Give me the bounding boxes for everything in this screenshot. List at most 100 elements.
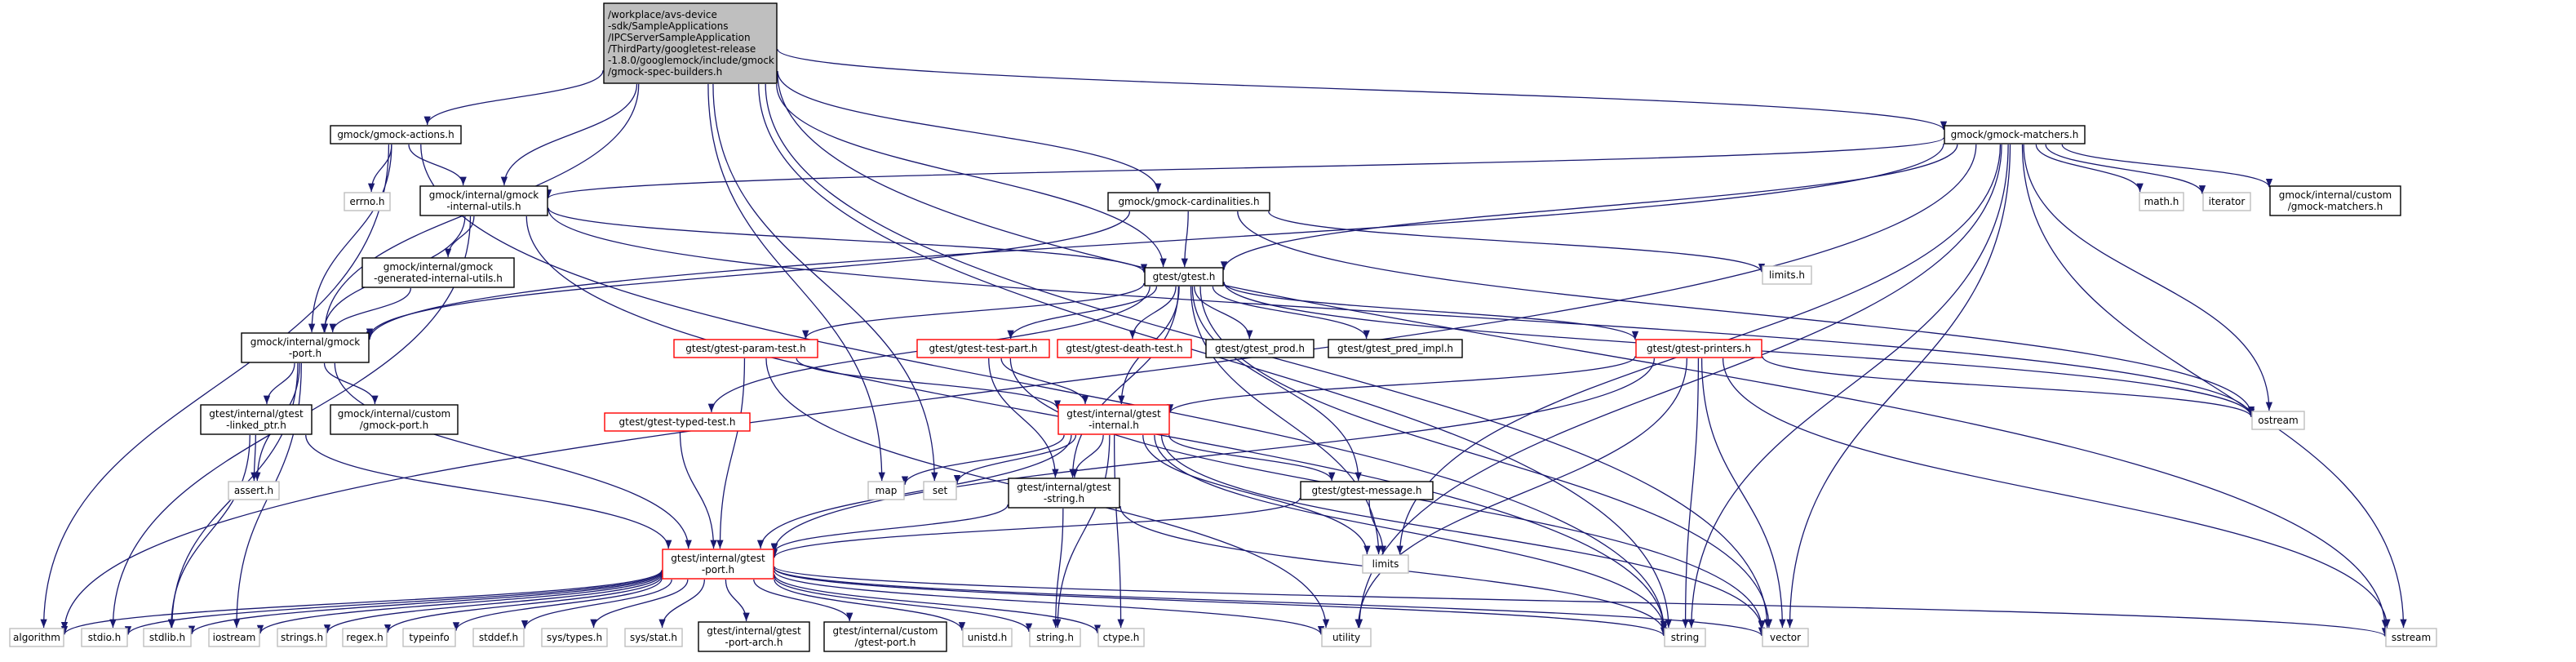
node-gtest[interactable]: gtest/gtest.h — [1144, 267, 1224, 287]
node-label-line: -internal.h — [1088, 420, 1139, 431]
node-box — [1321, 628, 1372, 647]
node-box — [143, 628, 192, 647]
node-vector: vector — [1762, 628, 1809, 647]
node-root[interactable]: /workplace/avs-device-sdk/SampleApplicat… — [603, 2, 778, 84]
edge-matchers-to-ostream — [2023, 144, 2273, 411]
node-typed_test[interactable]: gtest/gtest-typed-test.h — [604, 412, 751, 432]
edge-gtest_port-to-string_h — [774, 575, 1033, 633]
edge-gtest-to-message — [1191, 286, 1362, 482]
edge-gtest_internal-to-limits — [1142, 434, 1371, 555]
edge-gtest_port-to-unistd — [774, 579, 966, 631]
node-param_test[interactable]: gtest/gtest-param-test.h — [673, 339, 818, 358]
edge-root-to-set — [712, 83, 938, 482]
edge-gtest-to-param_test — [802, 282, 1145, 340]
node-custom_gtest_port[interactable]: gtest/internal/custom/gtest-port.h — [823, 621, 947, 652]
node-pred_impl[interactable]: gtest/gtest_pred_impl.h — [1328, 339, 1463, 358]
node-label-line: gtest/gtest-typed-test.h — [619, 416, 736, 428]
node-box — [962, 628, 1013, 647]
edge-gtest-to-pred_impl — [1212, 286, 1370, 340]
node-label-line: map — [876, 485, 898, 496]
edge-printers-to-string — [1682, 358, 1700, 629]
edges-layer — [40, 49, 2407, 638]
node-label-line: /gtest-port.h — [854, 637, 916, 648]
node-ctype: ctype.h — [1097, 628, 1145, 647]
node-death_test[interactable]: gtest/gtest-death-test.h — [1057, 339, 1192, 358]
edge-gtest-to-gtest_prod — [1194, 286, 1253, 340]
node-label-line: /IPCServerSampleApplication — [608, 32, 751, 43]
node-string: string — [1664, 628, 1706, 647]
node-linked_ptr[interactable]: gtest/internal/gtest-linked_ptr.h — [200, 404, 313, 435]
edge-gtest-to-test_part — [1007, 286, 1158, 340]
node-label-line: stddef.h — [479, 632, 518, 643]
node-label-line: gtest/internal/gtest — [707, 625, 801, 637]
node-gtest_string[interactable]: gtest/internal/gtest-string.h — [1008, 478, 1120, 509]
node-internal_utils[interactable]: gmock/internal/gmock-internal-utils.h — [419, 185, 548, 216]
node-box — [1008, 478, 1120, 509]
node-label-line: gtest/gtest_prod.h — [1215, 343, 1305, 354]
edge-linked_ptr-to-stdlib — [167, 434, 251, 629]
edge-message-to-limits — [1368, 500, 1387, 555]
node-gtest_port[interactable]: gtest/internal/gtest-port.h — [662, 549, 774, 580]
edge-gtest_internal-to-ctype — [1113, 434, 1124, 629]
node-box — [1664, 628, 1706, 647]
node-regex: regex.h — [342, 628, 388, 647]
node-cardinalities[interactable]: gmock/gmock-cardinalities.h — [1107, 192, 1270, 211]
node-label-line: gtest/internal/gtest — [671, 553, 765, 564]
node-errno: errno.h — [344, 192, 391, 211]
node-label-line: iterator — [2209, 196, 2246, 207]
edge-printers-to-gtest_port — [770, 358, 1656, 552]
node-printers[interactable]: gtest/gtest-printers.h — [1635, 339, 1762, 358]
node-label-line: stdio.h — [88, 632, 121, 643]
edge-matchers-to-iterator — [2045, 144, 2206, 194]
edge-gtest_port-to-strings — [323, 573, 663, 633]
node-label-line: gtest/internal/gtest — [1017, 482, 1111, 493]
edge-gtest_port-to-ctype — [774, 574, 1102, 633]
node-custom_port[interactable]: gmock/internal/custom/gmock-port.h — [330, 404, 459, 435]
node-typeinfo: typeinfo — [402, 628, 456, 647]
node-gtest_prod[interactable]: gtest/gtest_prod.h — [1205, 339, 1315, 358]
node-box — [1057, 404, 1170, 435]
node-matchers[interactable]: gmock/gmock-matchers.h — [1944, 125, 2086, 144]
node-port_arch[interactable]: gtest/internal/gtest-port-arch.h — [698, 621, 810, 652]
node-label-line: -port-arch.h — [725, 637, 783, 648]
node-box — [1097, 628, 1145, 647]
node-label-line: math.h — [2144, 196, 2179, 207]
node-gen_internal_utils[interactable]: gmock/internal/gmock-generated-internal-… — [361, 257, 515, 288]
node-gmock_port[interactable]: gmock/internal/gmock-port.h — [241, 332, 370, 363]
edge-cardinalities-to-gtest — [1181, 211, 1189, 268]
edge-actions-to-algorithm — [40, 144, 390, 629]
edge-gtest-to-limits — [1190, 286, 1382, 555]
edge-param_test-to-gtest_internal — [796, 358, 1062, 409]
node-strings: strings.h — [277, 628, 327, 647]
edge-gtest_port-to-sys_types — [590, 579, 689, 629]
node-label-line: -string.h — [1044, 493, 1084, 504]
node-gtest_internal[interactable]: gtest/internal/gtest-internal.h — [1057, 404, 1170, 435]
node-label-line: sys/stat.h — [630, 632, 677, 643]
edge-gtest_port-to-custom_gtest_port — [753, 579, 853, 622]
node-label-line: -sdk/SampleApplications — [608, 20, 729, 32]
node-sstream: sstream — [2385, 628, 2437, 647]
edge-gtest_internal-to-set — [953, 434, 1077, 484]
node-box — [1362, 554, 1409, 574]
node-label-line: strings.h — [281, 632, 323, 643]
node-label-line: /ThirdParty/googletest-release — [608, 43, 756, 55]
edge-root-to-sstream — [777, 73, 2389, 629]
node-label-line: gmock/internal/gmock — [429, 189, 539, 201]
node-message[interactable]: gtest/gtest-message.h — [1300, 481, 1434, 500]
node-actions[interactable]: gmock/gmock-actions.h — [330, 125, 462, 144]
edge-gtest-to-printers — [1223, 282, 1639, 340]
node-box — [361, 257, 515, 288]
node-limits_h: limits.h — [1762, 265, 1812, 285]
node-label-line: gmock/internal/custom — [338, 408, 451, 420]
node-label-line: -1.8.0/googlemock/include/gmock — [608, 55, 774, 66]
edge-gtest_internal-to-gtest_string — [1071, 434, 1104, 478]
node-custom_matchers[interactable]: gmock/internal/custom/gmock-matchers.h — [2269, 185, 2401, 216]
edge-internal_utils-to-ostream — [548, 208, 2255, 417]
node-box — [208, 628, 260, 647]
node-box — [1328, 339, 1463, 358]
node-label-line: /workplace/avs-device — [608, 9, 717, 20]
node-iterator: iterator — [2202, 192, 2251, 211]
edge-printers-to-vector — [1700, 358, 1786, 629]
node-test_part[interactable]: gtest/gtest-test-part.h — [916, 339, 1050, 358]
node-box — [1762, 628, 1809, 647]
